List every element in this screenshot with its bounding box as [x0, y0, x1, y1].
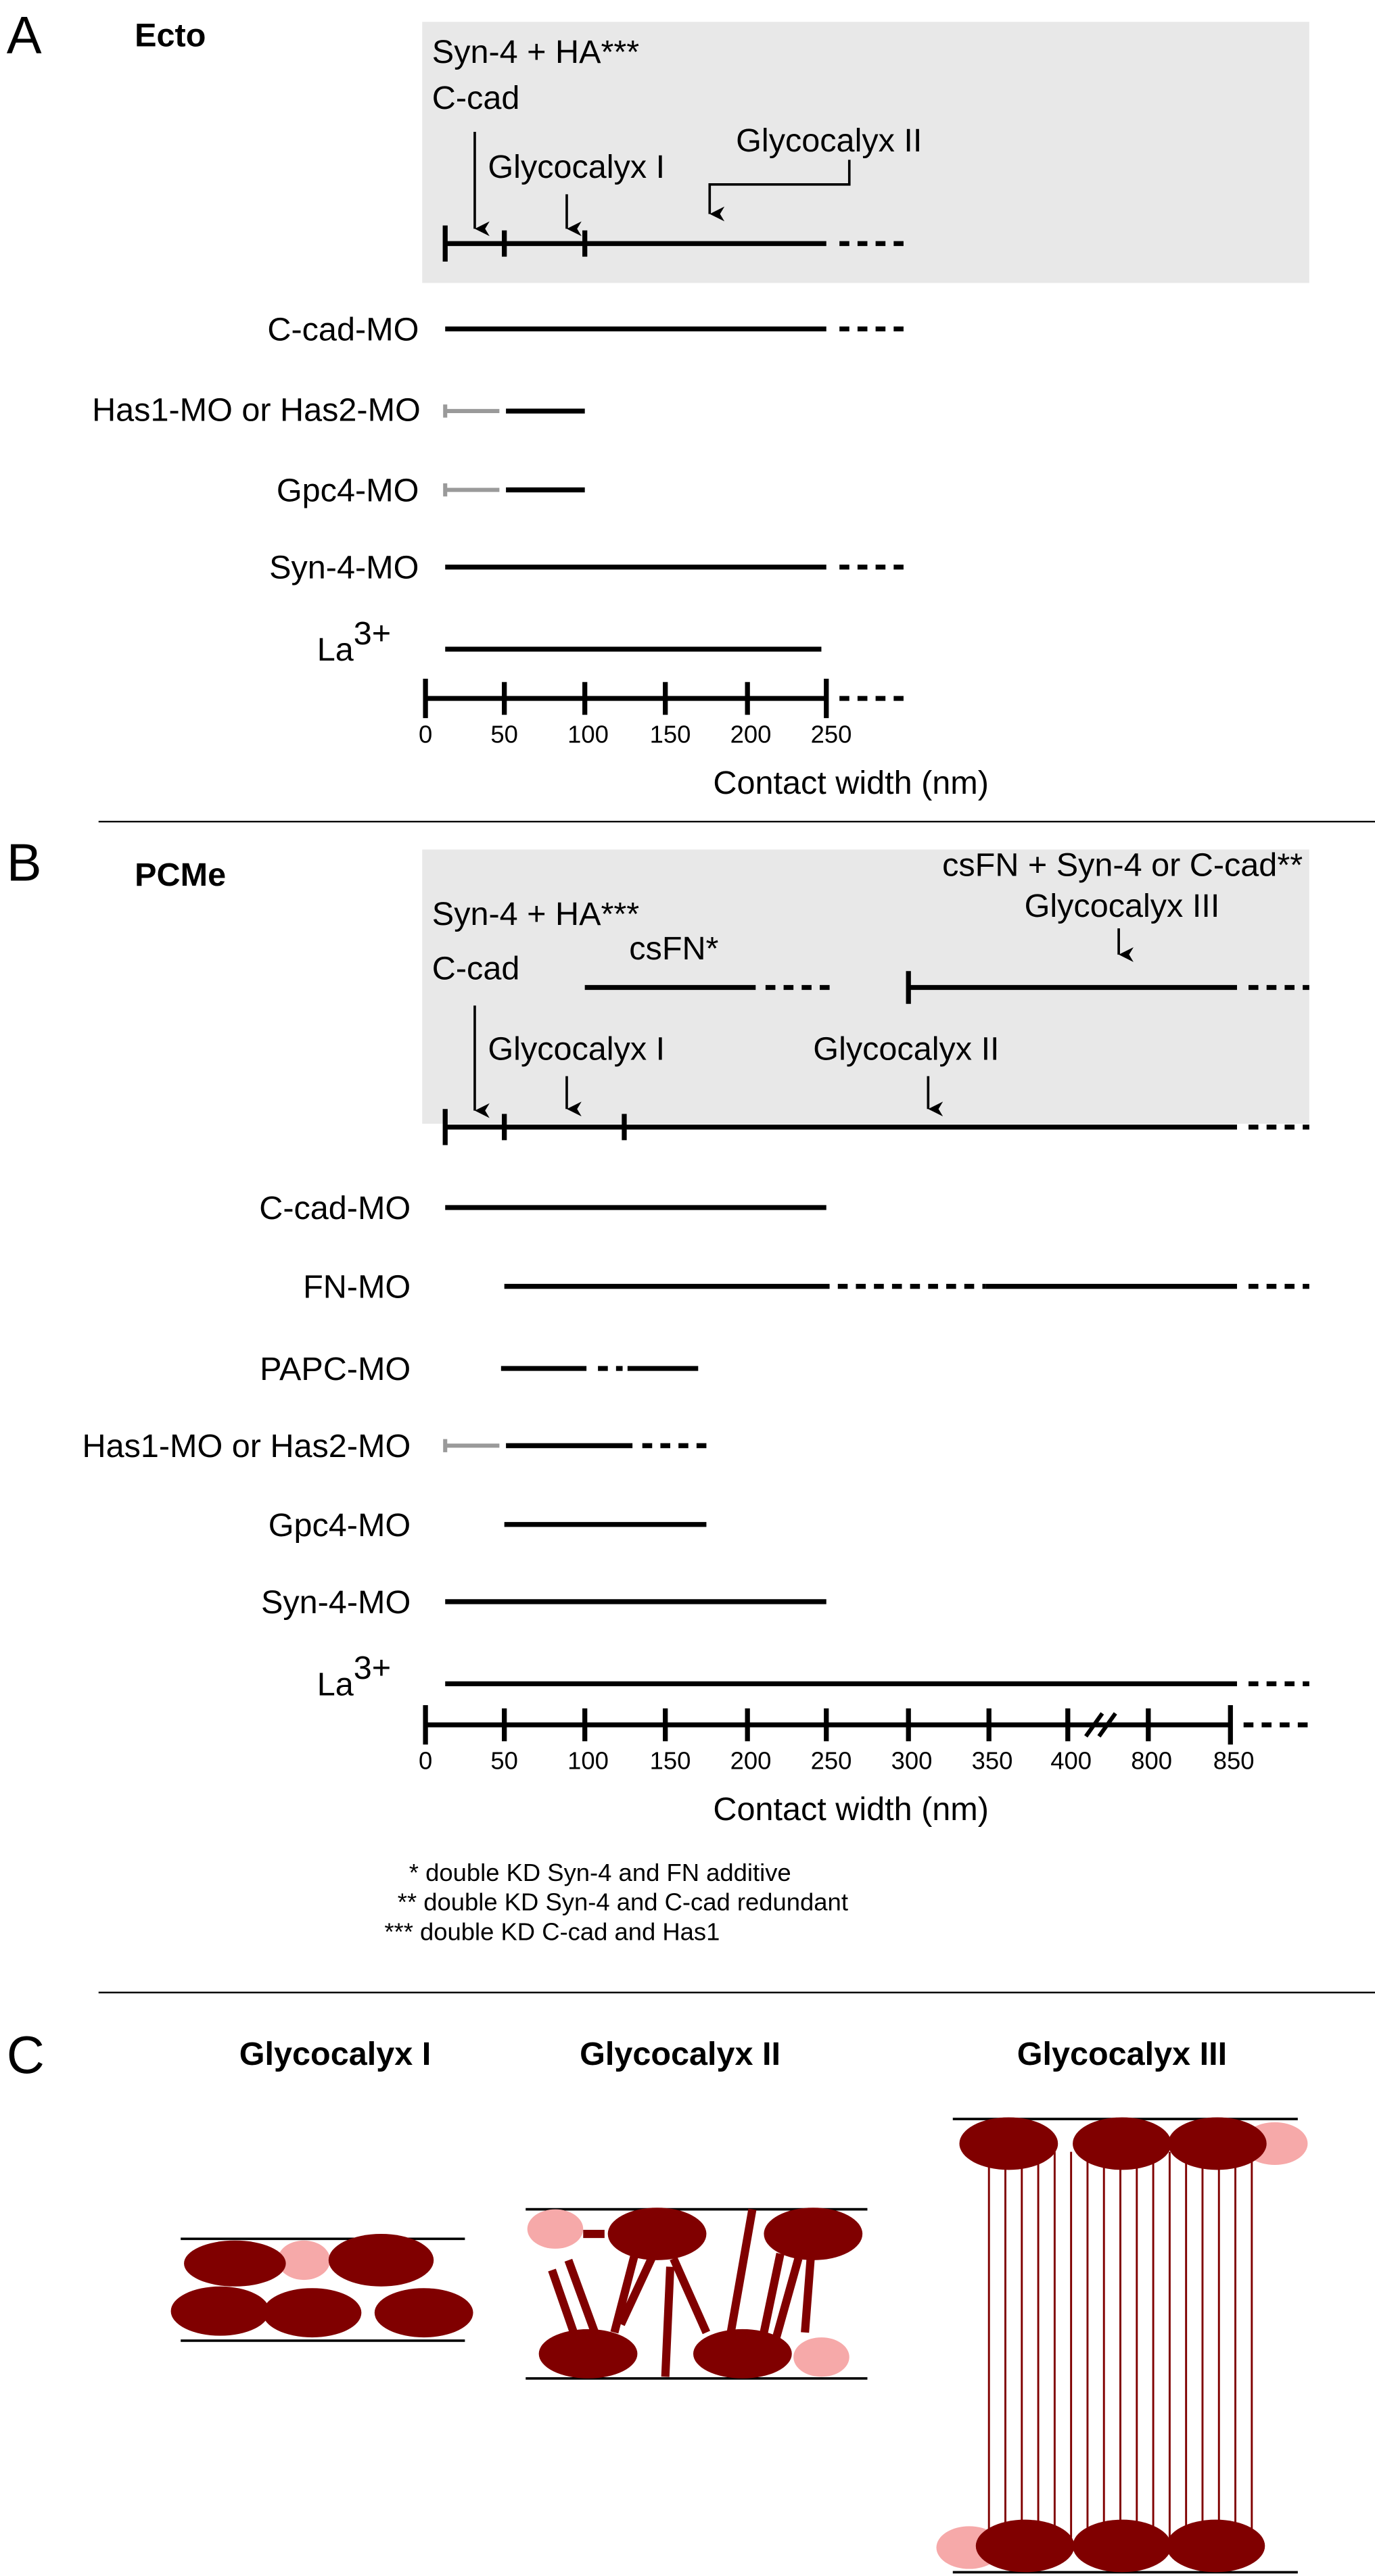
- tick-label: 100: [567, 1747, 609, 1775]
- tick-label: 800: [1131, 1747, 1172, 1775]
- title-glycocalyx-1: Glycocalyx I: [239, 2036, 431, 2072]
- x-axis-b: 0 50 100 150 200 250 300 350 400 800 850…: [419, 1704, 1309, 1828]
- tick-label: 400: [1050, 1747, 1092, 1775]
- label-syn4-ha: Syn-4 + HA***: [432, 896, 639, 932]
- panel-letter-c: C: [7, 2026, 45, 2084]
- axis-break-mark: [1084, 1712, 1104, 1738]
- tick-label: 250: [811, 721, 852, 748]
- tick-label: 300: [891, 1747, 933, 1775]
- row-label-papc-mo: PAPC-MO: [260, 1351, 411, 1387]
- label-glycocalyx-2: Glycocalyx II: [813, 1030, 999, 1067]
- title-glycocalyx-2: Glycocalyx II: [580, 2036, 780, 2072]
- tick-label: 350: [972, 1747, 1013, 1775]
- label-csfn: csFN*: [629, 930, 718, 967]
- label-glycocalyx-1: Glycocalyx I: [488, 1030, 665, 1067]
- tick-label: 200: [730, 721, 772, 748]
- x-axis-title-b: Contact width (nm): [713, 1791, 989, 1828]
- tick-label: 850: [1213, 1747, 1255, 1775]
- row-label-has-mo: Has1-MO or Has2-MO: [92, 392, 421, 429]
- glycocalyx-2-illustration: [526, 2208, 868, 2380]
- glycocalyx-3-illustration: [936, 2117, 1308, 2574]
- panel-letter-b: B: [7, 834, 42, 892]
- footnotes: * double KD Syn-4 and FN additive ** dou…: [384, 1859, 848, 1945]
- row-label-has-mo: Has1-MO or Has2-MO: [83, 1428, 411, 1464]
- panel-a: A Ecto Syn-4 + HA*** C-cad Glycocalyx I …: [7, 6, 1309, 801]
- row-label-c-cad-mo: C-cad-MO: [259, 1190, 411, 1226]
- summary-ruler: [442, 1109, 1309, 1145]
- footnote: * double KD Syn-4 and FN additive: [409, 1859, 791, 1886]
- label-syn4-ha: Syn-4 + HA***: [432, 34, 639, 70]
- title-glycocalyx-3: Glycocalyx III: [1017, 2036, 1227, 2072]
- x-axis-title-a: Contact width (nm): [713, 765, 989, 801]
- tick-label: 200: [730, 1747, 772, 1775]
- tick-label: 150: [650, 721, 691, 748]
- footnote: *** double KD C-cad and Has1: [384, 1917, 720, 1945]
- row-label-c-cad-mo: C-cad-MO: [267, 312, 419, 348]
- label-c-cad: C-cad: [432, 80, 520, 116]
- tick-label: 50: [490, 721, 518, 748]
- row-label-syn4-mo: Syn-4-MO: [261, 1584, 411, 1621]
- label-c-cad: C-cad: [432, 950, 520, 986]
- tick-label: 0: [419, 721, 432, 748]
- row-label-fn-mo: FN-MO: [303, 1269, 411, 1306]
- x-axis-a: 0 50 100 150 200 250 Contact width (nm): [419, 678, 989, 801]
- footnote: ** double KD Syn-4 and C-cad redundant: [398, 1888, 848, 1916]
- label-glycocalyx-1: Glycocalyx I: [488, 149, 665, 185]
- summary-box: [422, 22, 1309, 283]
- panel-c: C Glycocalyx I Glycocalyx II Glycocalyx …: [7, 2026, 1308, 2574]
- glycocalyx-1-illustration: [170, 2234, 473, 2342]
- tick-label: 150: [650, 1747, 691, 1775]
- row-label-la3: La3+: [317, 1650, 391, 1702]
- row-label-gpc4-mo: Gpc4-MO: [277, 473, 419, 509]
- label-glycocalyx-2: Glycocalyx II: [736, 122, 922, 159]
- summary-ruler: [442, 225, 907, 262]
- tick-label: 100: [567, 721, 609, 748]
- panel-a-title: Ecto: [135, 18, 206, 54]
- row-label-syn4-mo: Syn-4-MO: [269, 550, 419, 586]
- panel-b-title: PCMe: [135, 857, 226, 893]
- row-bars: [443, 326, 907, 652]
- tick-label: 0: [419, 1747, 432, 1775]
- row-label-gpc4-mo: Gpc4-MO: [269, 1507, 411, 1544]
- tick-label: 50: [490, 1747, 518, 1775]
- row-label-la3: La3+: [317, 615, 391, 668]
- label-glycocalyx-3: Glycocalyx III: [1025, 888, 1220, 924]
- panel-letter-a: A: [7, 6, 42, 64]
- label-csfn-syn4-ccad: csFN + Syn-4 or C-cad**: [942, 846, 1303, 883]
- glycocalyx-2-bracket-arrow: [708, 160, 851, 222]
- panel-b: B PCMe csFN + Syn-4 or C-cad** Glycocaly…: [7, 834, 1309, 1945]
- row-bars: [443, 1205, 1309, 1687]
- tick-label: 250: [811, 1747, 852, 1775]
